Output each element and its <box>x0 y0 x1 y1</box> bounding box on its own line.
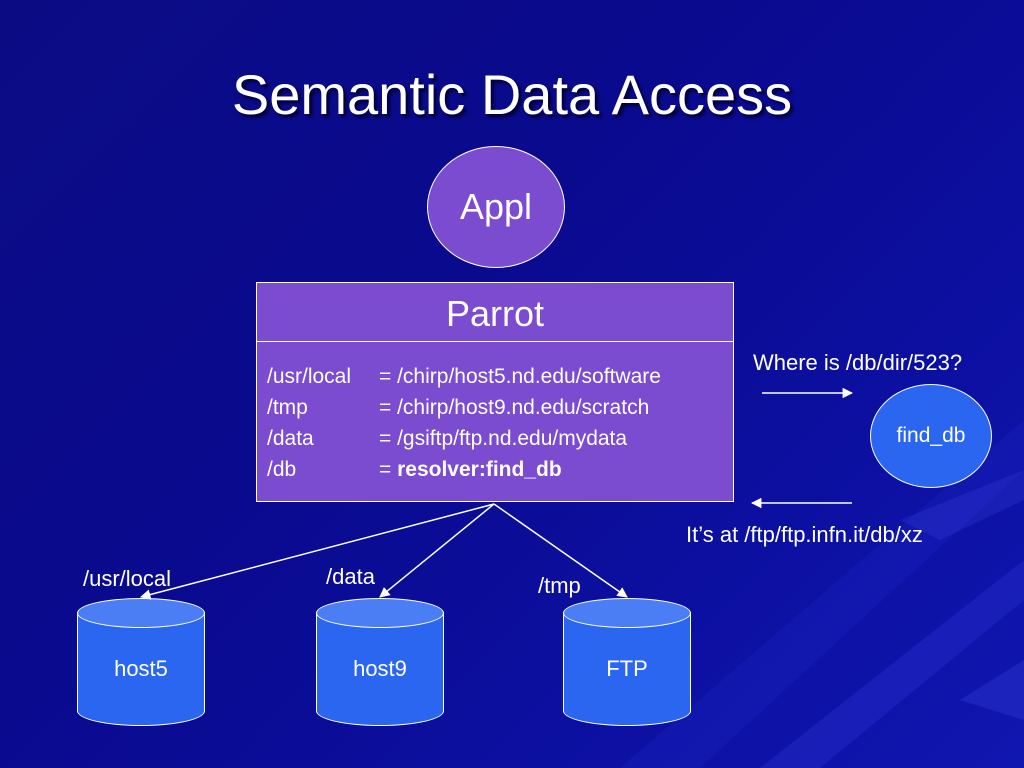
mount-value: = /chirp/host9.nd.edu/scratch <box>379 396 650 419</box>
ftp-label: FTP <box>606 656 648 681</box>
mount-row: /data = /gsiftp/ftp.nd.edu/mydata <box>267 423 661 454</box>
mount-row: /tmp = /chirp/host9.nd.edu/scratch <box>267 392 661 423</box>
mount-value: = /gsiftp/ftp.nd.edu/mydata <box>379 427 628 450</box>
appl-node: Appl <box>427 146 565 268</box>
reply-text: It’s at /ftp/ftp.infn.it/db/xz <box>686 522 923 547</box>
parrot-box: Parrot /usr/local = /chirp/host5.nd.edu/… <box>256 282 734 502</box>
ftp-cylinder: FTP <box>563 598 691 726</box>
mount-table: /usr/local = /chirp/host5.nd.edu/softwar… <box>267 361 661 485</box>
edge-label-data: /data <box>326 564 375 589</box>
mount-row: /db = resolver:find_db <box>267 454 661 485</box>
find-db-node: find_db <box>870 384 992 488</box>
parrot-label: Parrot <box>257 283 733 342</box>
cylinder-body <box>77 612 205 712</box>
cylinder-body <box>563 612 691 712</box>
mount-path: /data <box>267 427 314 450</box>
find-db-label: find_db <box>896 424 966 447</box>
mount-prefix: = <box>379 458 398 481</box>
host5-cylinder: host5 <box>77 598 205 726</box>
mount-value: = resolver:find_db <box>379 454 562 485</box>
cylinder-top <box>563 598 691 628</box>
appl-label: Appl <box>459 186 533 227</box>
edge-label-usr-local: /usr/local <box>83 566 172 591</box>
mount-path: /db <box>267 458 297 481</box>
cylinder-body <box>316 612 444 712</box>
mount-resolver: resolver:find_db <box>397 458 562 481</box>
cylinder-top <box>316 598 444 628</box>
host5-label: host5 <box>114 656 168 681</box>
mount-path: /usr/local <box>267 365 352 388</box>
mount-path: /tmp <box>267 396 308 419</box>
mount-value: = /chirp/host5.nd.edu/software <box>379 365 661 388</box>
mount-row: /usr/local = /chirp/host5.nd.edu/softwar… <box>267 361 661 392</box>
query-text: Where is /db/dir/523? <box>753 350 963 375</box>
host9-cylinder: host9 <box>316 598 444 726</box>
host9-label: host9 <box>353 656 407 681</box>
cylinder-top <box>77 598 205 628</box>
edge-label-tmp: /tmp <box>538 573 581 598</box>
slide-title: Semantic Data Access <box>231 63 793 126</box>
